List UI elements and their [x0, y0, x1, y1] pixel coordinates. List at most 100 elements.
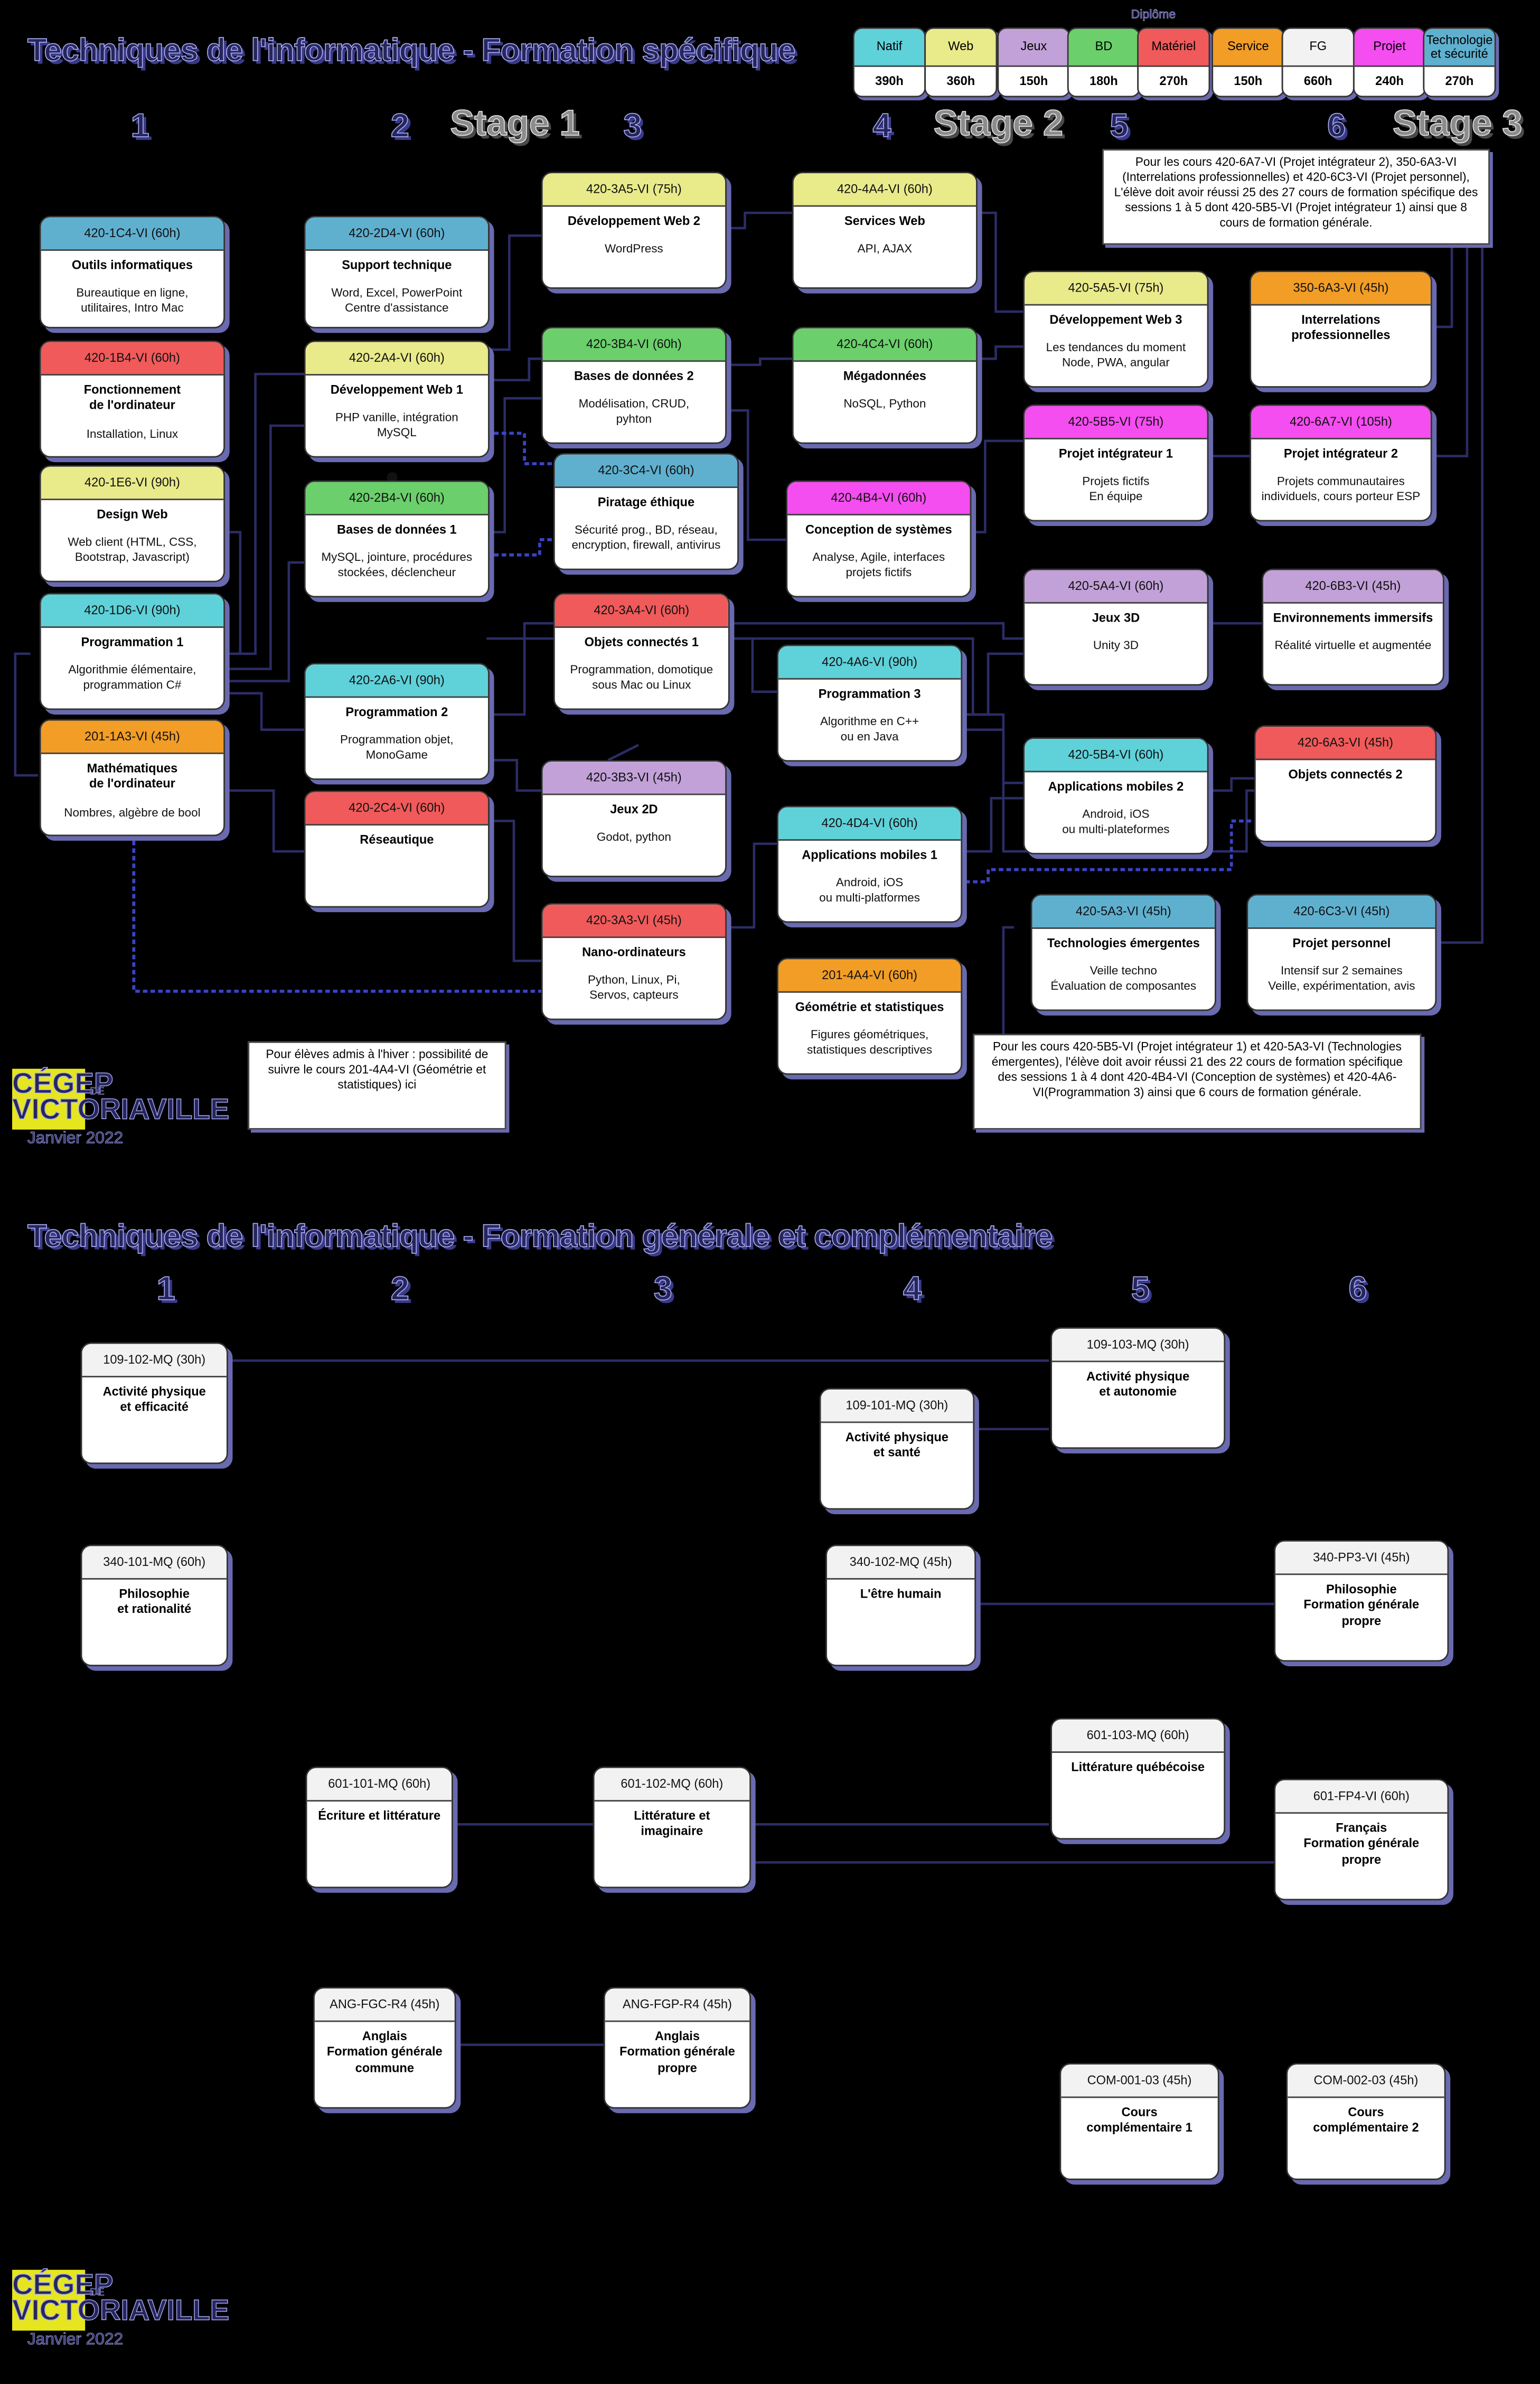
- session-number-top: 2: [390, 106, 410, 145]
- course-code: 420-3C4-VI (60h): [555, 454, 738, 489]
- course-card[interactable]: 420-6B3-VI (45h)Environnements immersifs…: [1262, 568, 1444, 686]
- course-card[interactable]: 420-6A3-VI (45h)Objets connectés 2: [1254, 725, 1437, 842]
- course-description: Projets communautaires individuels, cour…: [1261, 474, 1421, 503]
- course-code: 420-5A4-VI (60h): [1025, 570, 1207, 604]
- course-code: 420-4B4-VI (60h): [787, 482, 970, 515]
- course-code: COM-001-03 (45h): [1061, 2064, 1218, 2098]
- course-card[interactable]: 340-102-MQ (45h)L'être humain: [825, 1544, 976, 1666]
- course-card[interactable]: 109-102-MQ (30h)Activité physique et eff…: [80, 1342, 228, 1465]
- course-card[interactable]: 601-102-MQ (60h)Littérature et imaginair…: [593, 1766, 752, 1889]
- course-description: Algorithme en C++ ou en Java: [820, 715, 919, 744]
- session-number-bottom: 3: [653, 1269, 673, 1308]
- course-card[interactable]: 201-1A3-VI (45h)Mathématiques de l'ordin…: [39, 719, 226, 837]
- course-card[interactable]: 340-101-MQ (60h)Philosophie et rationali…: [80, 1544, 228, 1666]
- section-title-general: Techniques de l'informatique - Formation…: [27, 1219, 1053, 1255]
- course-name: Activité physique et autonomie: [1086, 1369, 1190, 1400]
- course-code: ANG-FGP-R4 (45h): [605, 1988, 750, 2022]
- course-description: Word, Excel, PowerPoint Centre d'assista…: [331, 286, 463, 315]
- course-card[interactable]: 420-1B4-VI (60h)Fonctionnement de l'ordi…: [39, 340, 226, 458]
- course-code: 350-6A3-VI (45h): [1251, 272, 1431, 306]
- course-card[interactable]: COM-002-03 (45h)Cours complémentaire 2: [1286, 2063, 1446, 2180]
- course-name: Bases de données 2: [574, 369, 694, 383]
- course-name: Anglais Formation générale propre: [619, 2029, 735, 2075]
- course-card[interactable]: 601-FP4-VI (60h)Français Formation génér…: [1274, 1778, 1449, 1901]
- course-card[interactable]: ANG-FGC-R4 (45h)Anglais Formation généra…: [313, 1987, 456, 2109]
- logo-line1: CÉGEP: [12, 1068, 114, 1101]
- course-code: 420-3B4-VI (60h): [542, 328, 726, 362]
- course-card[interactable]: 420-2C4-VI (60h)Réseautique: [304, 790, 490, 908]
- course-name: Environnements immersifs: [1273, 611, 1433, 625]
- legend-item-hours: 390h: [875, 74, 904, 88]
- course-card[interactable]: 201-4A4-VI (60h)Géométrie et statistique…: [776, 958, 963, 1075]
- course-name: Interrelations professionnelles: [1291, 313, 1391, 343]
- stage-label: Stage 1: [449, 103, 580, 145]
- legend-item-label: Technologie et sécurité: [1424, 29, 1495, 67]
- course-card[interactable]: 340-PP3-VI (45h)Philosophie Formation gé…: [1274, 1540, 1449, 1662]
- session-number-top: 5: [1109, 106, 1129, 145]
- course-description: Réalité virtuelle et augmentée: [1274, 639, 1432, 653]
- legend-item-label: FG: [1283, 29, 1353, 67]
- course-description: Sécurité prog., BD, réseau, encryption, …: [571, 523, 721, 552]
- course-description: Veille techno Évaluation de composantes: [1050, 964, 1197, 993]
- course-code: COM-002-03 (45h): [1288, 2064, 1444, 2098]
- course-card[interactable]: COM-001-03 (45h) Cours complémentaire 1: [1059, 2063, 1219, 2180]
- course-card[interactable]: ANG-FGP-R4 (45h) Anglais Formation généra…: [603, 1987, 752, 2109]
- course-code: 420-1D6-VI (90h): [41, 594, 224, 628]
- course-description: Bureautique en ligne, utilitaires, Intro…: [76, 286, 189, 315]
- legend-item-label: Jeux: [999, 29, 1069, 67]
- course-name: Géométrie et statistiques: [795, 1000, 944, 1015]
- course-card[interactable]: 350-6A3-VI (45h) Interrelations professio…: [1250, 270, 1432, 388]
- section-title-specific: Techniques de l'informatique - Formation…: [27, 33, 796, 69]
- course-card[interactable]: 109-101-MQ (30h)Activité physique et san…: [819, 1388, 975, 1510]
- course-code: 420-2A6-VI (90h): [305, 664, 489, 698]
- course-code: 601-101-MQ (60h): [307, 1768, 452, 1802]
- course-name: Développement Web 1: [330, 383, 463, 397]
- course-name: Outils informatiques: [71, 258, 193, 273]
- course-code: 601-FP4-VI (60h): [1275, 1780, 1448, 1814]
- course-code: 420-2D4-VI (60h): [305, 217, 489, 251]
- course-description: API, AJAX: [857, 242, 913, 256]
- course-name: Bases de données 1: [336, 523, 457, 537]
- course-code: 420-6A3-VI (45h): [1255, 726, 1435, 761]
- course-name: Cours complémentaire 1: [1086, 2105, 1192, 2135]
- course-card[interactable]: 109-103-MQ (30h)Activité physique et aut…: [1050, 1327, 1226, 1449]
- course-card[interactable]: 601-103-MQ (60h)Littérature québécoise: [1050, 1717, 1226, 1840]
- course-code: 109-102-MQ (30h): [82, 1344, 227, 1378]
- course-card[interactable]: 601-101-MQ (60h)Écriture et littérature: [305, 1766, 453, 1889]
- course-name: Support technique: [342, 258, 452, 273]
- course-name: Programmation 2: [345, 705, 448, 719]
- course-code: 420-3A3-VI (45h): [542, 904, 726, 938]
- course-name: Programmation 3: [818, 687, 921, 701]
- course-code: 420-2B4-VI (60h): [305, 482, 489, 515]
- course-code: 340-102-MQ (45h): [827, 1546, 975, 1580]
- course-name: Mégadonnées: [843, 369, 926, 383]
- course-code: 420-1C4-VI (60h): [41, 217, 224, 251]
